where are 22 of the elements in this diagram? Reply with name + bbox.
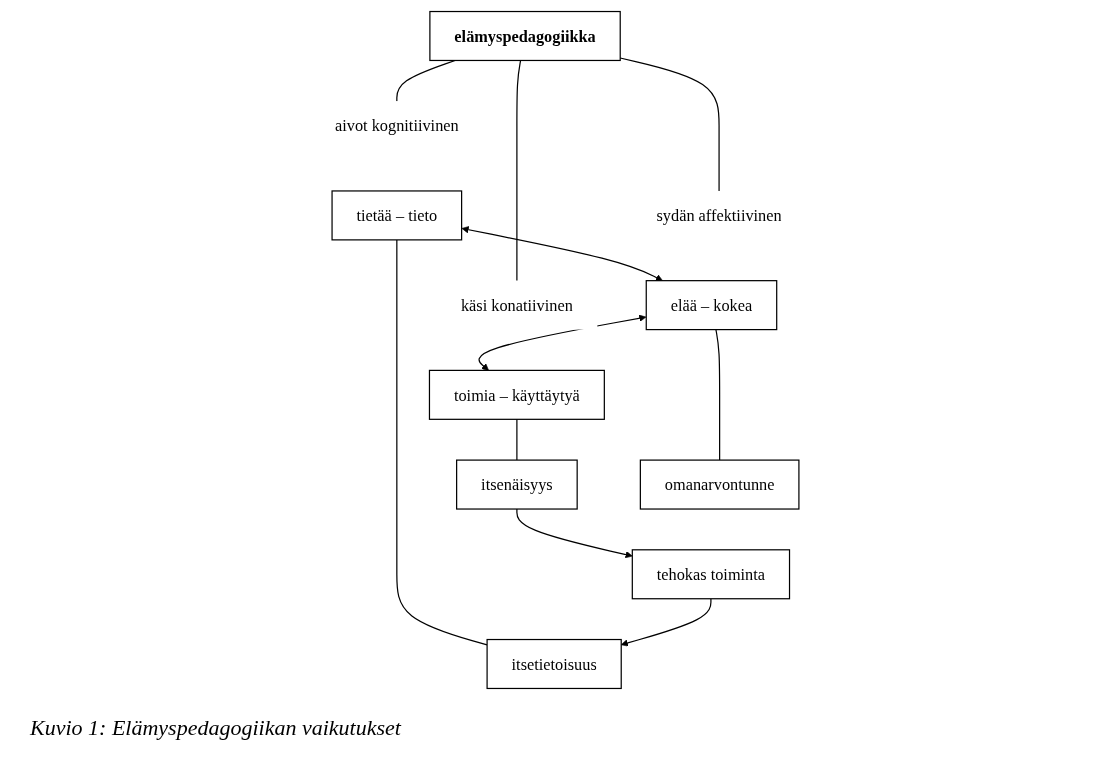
node-text: sydän affektiivinen (656, 206, 782, 225)
connector (396, 239, 488, 646)
node-box: toimia – käyttäytyä (429, 369, 606, 420)
node-box: itsenäisyys (456, 459, 578, 510)
figure-caption: Kuvio 1: Elämyspedagogiikan vaikutukset (30, 715, 401, 741)
connector (396, 59, 456, 102)
node-box: tehokas toiminta (631, 549, 791, 600)
node-box: omanarvontunne (639, 459, 800, 510)
node-text: käsi konatiivinen (461, 296, 574, 315)
connector (516, 59, 522, 282)
arrow (516, 508, 633, 559)
node-box: itsetietoisuus (486, 638, 622, 690)
node-box: tietää – tieto (331, 190, 463, 241)
arrow (461, 226, 664, 281)
connector (715, 329, 721, 461)
node-box: elää – kokea (645, 280, 778, 331)
arrow (478, 314, 647, 371)
arrow (621, 598, 712, 647)
node-box: elämyspedagogiikka (429, 10, 621, 62)
node-text: aivot kognitiivinen (335, 116, 459, 135)
connector (516, 418, 518, 461)
connector (619, 57, 720, 192)
